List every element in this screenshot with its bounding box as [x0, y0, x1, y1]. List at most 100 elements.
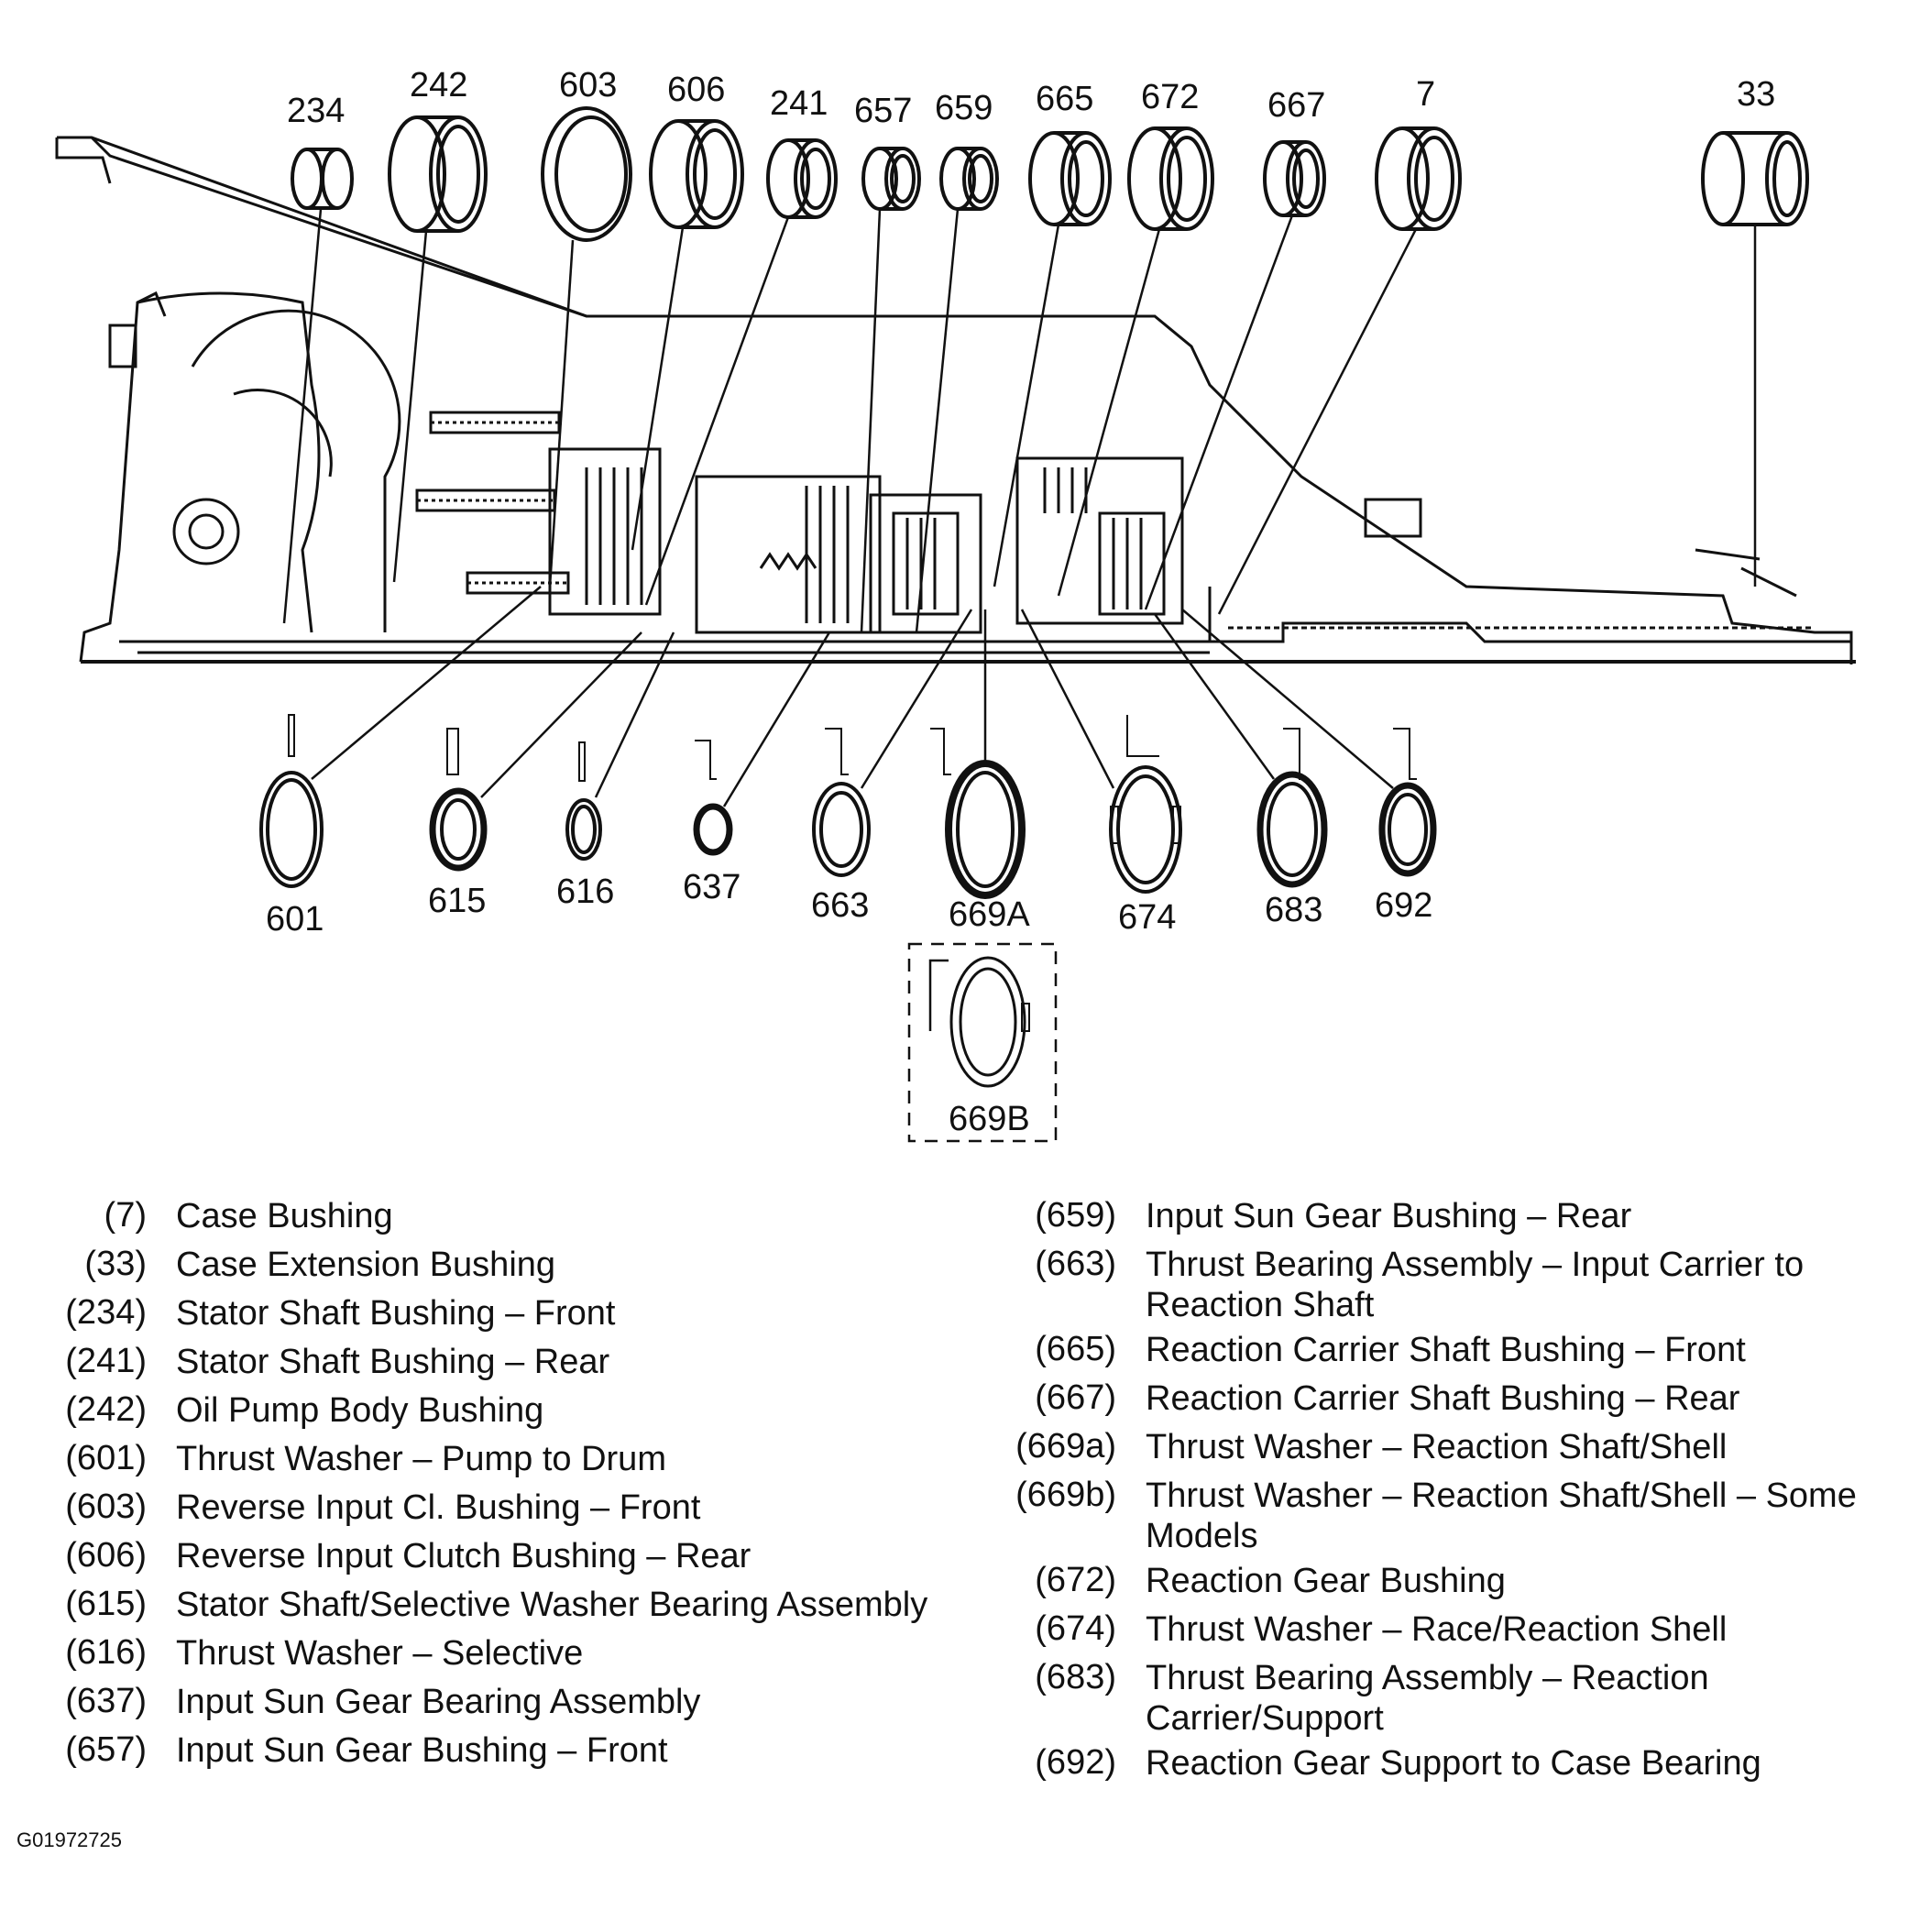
inset-669B	[907, 942, 1058, 1143]
clutch-pack-middle	[695, 475, 882, 634]
callout-242: 242	[410, 66, 467, 104]
legend-number: (659)	[1035, 1196, 1116, 1235]
bushing-33-icon	[1701, 131, 1809, 226]
legend-description: Case Extension Bushing	[176, 1246, 556, 1284]
legend-description: Thrust Bearing Assembly – Reaction Carri…	[1146, 1659, 1709, 1738]
bushing-606-icon	[649, 119, 744, 229]
legend-row: (683) Thrust Bearing Assembly – Reaction …	[1008, 1653, 1888, 1739]
legend-row: (7) Case Bushing	[29, 1191, 1001, 1240]
legend-number: (669a)	[1015, 1427, 1116, 1465]
callout-603: 603	[559, 66, 617, 104]
legend-number: (665)	[1035, 1330, 1116, 1368]
callout-669A: 669A	[949, 895, 1030, 934]
callout-667: 667	[1267, 86, 1325, 125]
legend-number: (603)	[65, 1487, 147, 1526]
legend-number: (616)	[65, 1633, 147, 1672]
callout-33: 33	[1737, 75, 1775, 114]
leader-lines-bottom	[311, 586, 1394, 807]
bearing-683-icon	[1256, 728, 1328, 888]
figure-code: G01972725	[16, 1828, 122, 1851]
legend-number: (669b)	[1015, 1476, 1116, 1514]
callout-241: 241	[770, 84, 828, 123]
legend-number: (674)	[1035, 1609, 1116, 1648]
washer-674-icon	[1109, 715, 1182, 894]
legend-number: (657)	[65, 1730, 147, 1769]
legend-description: Reaction Carrier Shaft Bushing – Rear	[1146, 1379, 1740, 1418]
bushing-665-icon	[1028, 131, 1112, 226]
legend-right-column: (659)Input Sun Gear Bushing – Rear(663)T…	[1008, 1191, 1888, 1787]
washer-616-icon	[565, 741, 602, 861]
legend-description: Input Sun Gear Bearing Assembly	[176, 1683, 701, 1721]
legend-description: Thrust Washer – Reaction Shaft/Shell – S…	[1146, 1476, 1857, 1555]
callout-7: 7	[1416, 75, 1435, 114]
legend-number: (615)	[65, 1585, 147, 1623]
legend-row: (241)Stator Shaft Bushing – Rear	[29, 1337, 1001, 1386]
legend-row: (606) Reverse Input Clutch Bushing – Rear	[29, 1531, 1001, 1580]
legend-number: (683)	[1035, 1658, 1116, 1696]
legend-description: Input Sun Gear Bushing – Front	[176, 1731, 668, 1770]
legend-number: (33)	[84, 1245, 147, 1283]
bushing-603-icon	[541, 106, 632, 242]
bearing-637-icon	[693, 740, 733, 856]
leader-lines-top	[282, 208, 1757, 633]
legend-description: Thrust Washer – Pump to Drum	[176, 1440, 666, 1478]
legend-number: (7)	[104, 1196, 147, 1235]
bushing-7-icon	[1375, 126, 1462, 231]
legend-number: (234)	[65, 1293, 147, 1332]
legend-row: (601) Thrust Washer – Pump to Drum	[29, 1434, 1001, 1483]
legend-row: (672) Reaction Gear Bushing	[1008, 1556, 1888, 1605]
callout-labels: 234 242 603 606 241 657 659 665 672 667 …	[266, 66, 1775, 1138]
legend-description: Reaction Carrier Shaft Bushing – Front	[1146, 1331, 1746, 1369]
legend-description: Thrust Washer – Race/Reaction Shell	[1146, 1610, 1728, 1649]
legend-row: (665) Reaction Carrier Shaft Bushing – Fr…	[1008, 1325, 1888, 1374]
legend-row: (616) Thrust Washer – Selective	[29, 1629, 1001, 1677]
callout-669B: 669B	[949, 1100, 1030, 1138]
legend-description: Reaction Gear Support to Case Bearing	[1146, 1744, 1761, 1783]
legend-number: (601)	[65, 1439, 147, 1477]
legend-description: Thrust Washer – Selective	[176, 1634, 584, 1673]
callout-663: 663	[811, 886, 869, 925]
legend-row: (692) Reaction Gear Support to Case Beari…	[1008, 1739, 1888, 1787]
legend-row: (33) Case Extension Bushing	[29, 1240, 1001, 1289]
transmission-diagram: 234 242 603 606 241 657 659 665 672 667 …	[55, 66, 1856, 1143]
legend-description: Reaction Gear Bushing	[1146, 1562, 1506, 1600]
callout-692: 692	[1375, 886, 1432, 925]
bushing-659-icon	[939, 147, 999, 211]
legend-row: (663)Thrust Bearing Assembly – Input Car…	[1008, 1240, 1888, 1325]
legend-number: (242)	[65, 1390, 147, 1429]
washers-bottom	[259, 714, 1437, 899]
callout-615: 615	[428, 882, 486, 920]
legend-description: Reverse Input Cl. Bushing – Front	[176, 1488, 701, 1527]
legend-row: (669b) Thrust Washer – Reaction Shaft/She…	[1008, 1471, 1888, 1556]
bearing-615-icon	[429, 728, 488, 872]
legend-description: Oil Pump Body Bushing	[176, 1391, 544, 1430]
legend-number: (637)	[65, 1682, 147, 1720]
legend-row: (242) Oil Pump Body Bushing	[29, 1386, 1001, 1434]
washer-669A-icon	[930, 728, 1026, 899]
legend-description: Case Bushing	[176, 1197, 393, 1235]
callout-659: 659	[935, 89, 993, 127]
legend-row: (603) Reverse Input Cl. Bushing – Front	[29, 1483, 1001, 1531]
callout-674: 674	[1118, 898, 1176, 937]
bushing-657-icon	[861, 147, 921, 211]
legend-left-column: (7) Case Bushing (33) Case Extension Bushin…	[29, 1191, 1001, 1774]
legend-number: (606)	[65, 1536, 147, 1575]
legend-number: (692)	[1035, 1743, 1116, 1782]
callout-606: 606	[667, 71, 725, 109]
planetary-gearset-input	[869, 493, 982, 634]
callout-234: 234	[287, 92, 345, 130]
callout-616: 616	[556, 873, 614, 911]
legend-description: Stator Shaft/Selective Washer Bearing As…	[176, 1586, 928, 1624]
legend-description: Stator Shaft Bushing – Front	[176, 1294, 616, 1333]
legend-row: (674) Thrust Washer – Race/Reaction Shell	[1008, 1605, 1888, 1653]
bearing-663-icon	[812, 728, 871, 877]
legend-row: (667)Reaction Carrier Shaft Bushing – Re…	[1008, 1374, 1888, 1422]
legend-row: (659)Input Sun Gear Bushing – Rear	[1008, 1191, 1888, 1240]
legend-number: (241)	[65, 1342, 147, 1380]
legend-row: (637) Input Sun Gear Bearing Assembly	[29, 1677, 1001, 1726]
legend-description: Reverse Input Clutch Bushing – Rear	[176, 1537, 752, 1575]
callout-657: 657	[854, 92, 912, 130]
legend-number: (672)	[1035, 1561, 1116, 1599]
bushing-672-icon	[1127, 126, 1214, 231]
legend-description: Thrust Washer – Reaction Shaft/Shell	[1146, 1428, 1728, 1466]
